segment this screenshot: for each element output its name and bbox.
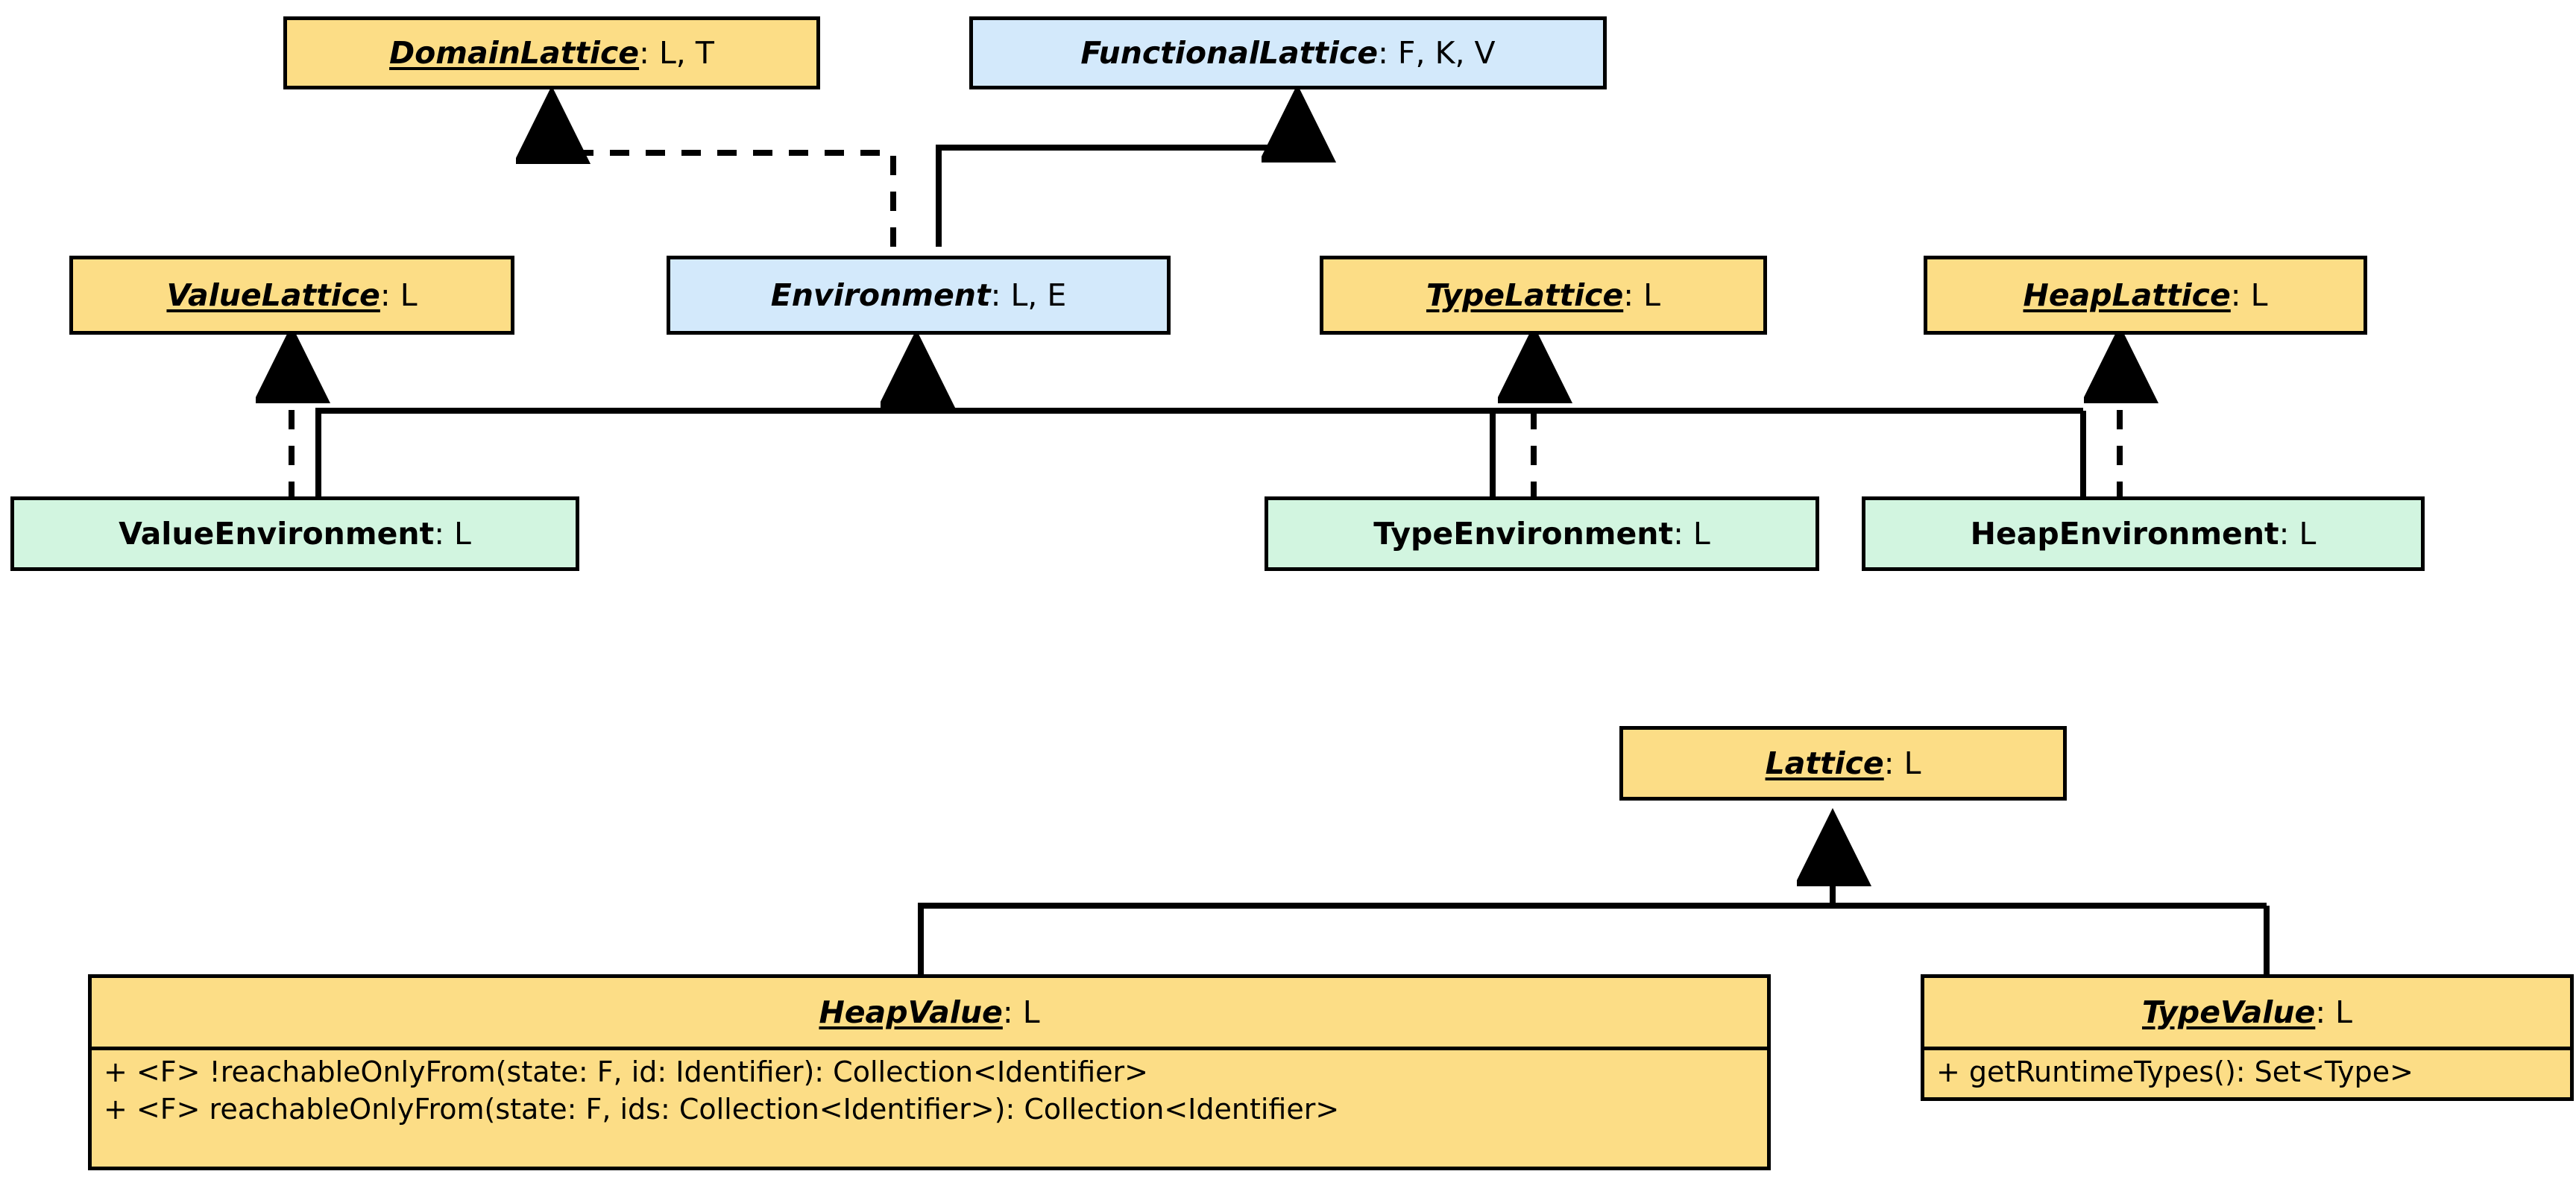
class-title-domainlattice: DomainLattice: L, T xyxy=(287,20,816,86)
class-box-heapenvironment[interactable]: HeapEnvironment: L xyxy=(1862,496,2425,571)
class-name-domainlattice: DomainLattice xyxy=(389,34,640,71)
class-name-typeenvironment: TypeEnvironment xyxy=(1373,515,1674,552)
class-name-typevalue: TypeValue xyxy=(2141,994,2316,1030)
class-box-lattice[interactable]: Lattice: L xyxy=(1619,726,2067,801)
class-params-valueenvironment: : L xyxy=(434,515,471,552)
edge-environment-implements-domainlattice xyxy=(552,95,896,247)
edge-environments-extend-environment xyxy=(315,339,2086,501)
class-params-heapvalue: : L xyxy=(1002,994,1040,1030)
class-name-heaplattice: HeapLattice xyxy=(2023,277,2231,313)
class-params-heaplattice: : L xyxy=(2230,277,2268,313)
class-params-typeenvironment: : L xyxy=(1673,515,1710,552)
class-title-typelattice: TypeLattice: L xyxy=(1323,259,1763,331)
class-name-valuelattice: ValueLattice xyxy=(166,277,380,313)
edge-environment-extends-functionallattice xyxy=(936,94,1297,247)
class-params-heapenvironment: : L xyxy=(2279,515,2317,552)
class-params-typevalue: : L xyxy=(2315,994,2353,1030)
class-box-typelattice[interactable]: TypeLattice: L xyxy=(1320,256,1767,335)
class-params-environment: : L, E xyxy=(990,277,1067,313)
class-name-lattice: Lattice xyxy=(1765,745,1884,781)
class-params-functionallattice: : F, K, V xyxy=(1378,34,1496,71)
class-title-heaplattice: HeapLattice: L xyxy=(1927,259,2364,331)
class-title-heapvalue: HeapValue: L xyxy=(92,978,1767,1047)
class-box-valueenvironment[interactable]: ValueEnvironment: L xyxy=(10,496,579,571)
class-title-valuelattice: ValueLattice: L xyxy=(73,259,511,331)
class-name-heapvalue: HeapValue xyxy=(819,994,1003,1030)
class-title-typevalue: TypeValue: L xyxy=(1924,978,2570,1047)
class-name-valueenvironment: ValueEnvironment xyxy=(119,515,435,552)
class-title-environment: Environment: L, E xyxy=(670,259,1167,331)
class-params-typelattice: : L xyxy=(1623,277,1660,313)
member-line: + <F> reachableOnlyFrom(state: F, ids: C… xyxy=(104,1093,1340,1126)
class-box-domainlattice[interactable]: DomainLattice: L, T xyxy=(283,16,820,89)
class-title-typeenvironment: TypeEnvironment: L xyxy=(1268,500,1816,567)
class-box-functionallattice[interactable]: FunctionalLattice: F, K, V xyxy=(969,16,1607,89)
class-title-valueenvironment: ValueEnvironment: L xyxy=(14,500,576,567)
class-params-valuelattice: : L xyxy=(380,277,418,313)
class-params-lattice: : L xyxy=(1883,745,1921,781)
class-name-environment: Environment xyxy=(770,277,991,313)
class-title-functionallattice: FunctionalLattice: F, K, V xyxy=(973,20,1603,86)
class-members-heapvalue: + <F> !reachableOnlyFrom(state: F, id: I… xyxy=(92,1047,1767,1135)
member-line: + getRuntimeTypes(): Set<Type> xyxy=(1936,1055,2414,1088)
class-params-domainlattice: : L, T xyxy=(639,34,714,71)
class-box-heaplattice[interactable]: HeapLattice: L xyxy=(1924,256,2367,335)
class-title-heapenvironment: HeapEnvironment: L xyxy=(1865,500,2421,567)
class-box-typevalue[interactable]: TypeValue: L + getRuntimeTypes(): Set<Ty… xyxy=(1921,974,2574,1101)
class-box-environment[interactable]: Environment: L, E xyxy=(667,256,1171,335)
class-title-lattice: Lattice: L xyxy=(1623,730,2063,797)
class-box-heapvalue[interactable]: HeapValue: L + <F> !reachableOnlyFrom(st… xyxy=(88,974,1771,1170)
class-box-valuelattice[interactable]: ValueLattice: L xyxy=(69,256,514,335)
member-line: + <F> !reachableOnlyFrom(state: F, id: I… xyxy=(104,1055,1148,1088)
class-name-functionallattice: FunctionalLattice xyxy=(1080,34,1379,71)
class-box-typeenvironment[interactable]: TypeEnvironment: L xyxy=(1265,496,1819,571)
class-members-typevalue: + getRuntimeTypes(): Set<Type> xyxy=(1924,1047,2570,1098)
edge-values-extend-lattice xyxy=(918,818,2270,976)
class-name-typelattice: TypeLattice xyxy=(1426,277,1624,313)
class-name-heapenvironment: HeapEnvironment xyxy=(1970,515,2279,552)
